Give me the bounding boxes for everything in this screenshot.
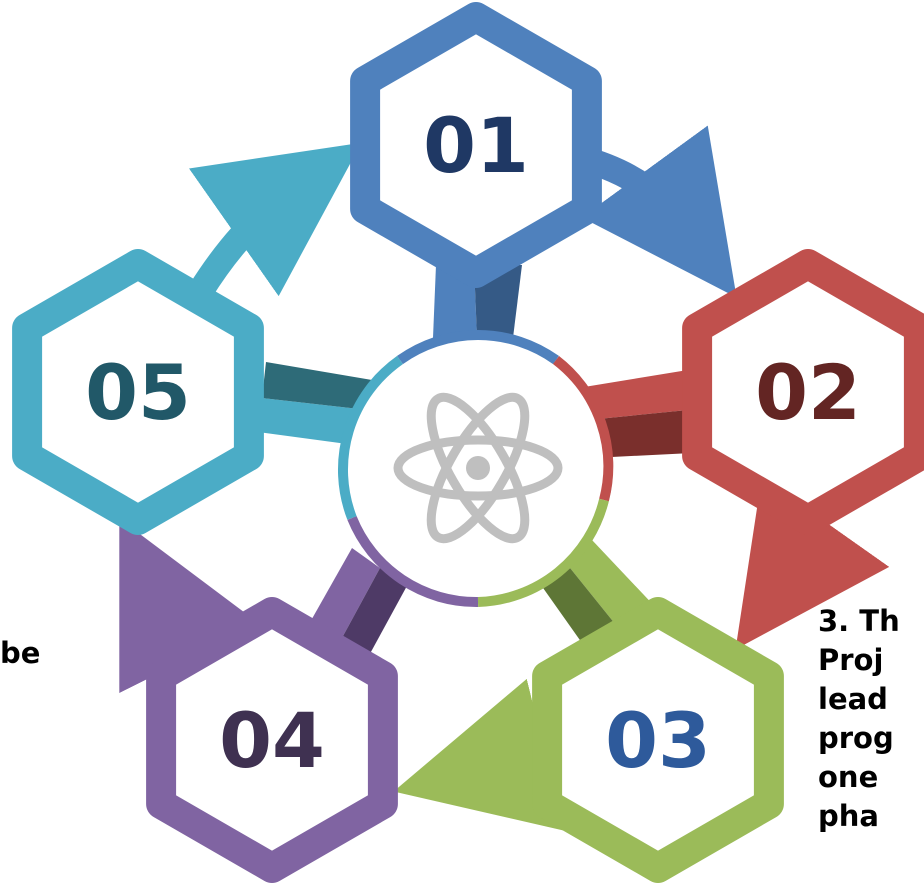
hub-ring-segment-05 (338, 355, 403, 520)
hexagon-node-02: 02 (682, 249, 924, 535)
hub-ring-segment-03 (477, 498, 609, 607)
hexagon-node-05: 05 (12, 249, 264, 535)
spoke-05 (258, 398, 368, 446)
hub-ring-segment-02 (552, 356, 614, 502)
right-text-line-6: pha (818, 799, 879, 833)
left-text-line: be (0, 636, 41, 670)
node-number-label: 04 (219, 696, 325, 785)
hexagon-node-01: 01 (350, 2, 602, 288)
right-text-line-4: prog (818, 721, 894, 755)
left-description: be (0, 634, 40, 673)
right-text-line-2: Proj (818, 643, 884, 677)
central-hub (338, 329, 614, 608)
hexagon-node-03: 03 (532, 597, 784, 883)
hexagon-shape (532, 597, 784, 883)
node-number-label: 03 (605, 696, 711, 785)
arrow-05-to-01 (188, 142, 362, 299)
hub-spokes (258, 265, 712, 672)
spoke-05-shade (262, 362, 372, 410)
hexagon-shape (12, 249, 264, 535)
right-description: 3. Th Proj lead prog one pha (818, 602, 900, 836)
node-number-label: 02 (755, 348, 861, 437)
spoke-02 (578, 368, 708, 420)
hexagon-shape (350, 2, 602, 288)
node-number-label: 01 (423, 101, 529, 190)
hub-ring-segment-01 (397, 329, 559, 365)
spoke-02-shade (588, 408, 712, 458)
right-text-line-3: lead (818, 682, 888, 716)
hexagon-shape (146, 597, 398, 883)
right-text-line-1: 3. Th (818, 604, 900, 638)
right-text-line-5: one (818, 760, 879, 794)
atom-icon (393, 392, 563, 544)
node-number-label: 05 (85, 348, 191, 437)
hexagon-nodes: 01 02 03 04 05 (12, 2, 924, 883)
hexagon-shape (682, 249, 924, 535)
hub-ring-segment-04 (347, 516, 479, 608)
hexagon-node-04: 04 (146, 597, 398, 883)
